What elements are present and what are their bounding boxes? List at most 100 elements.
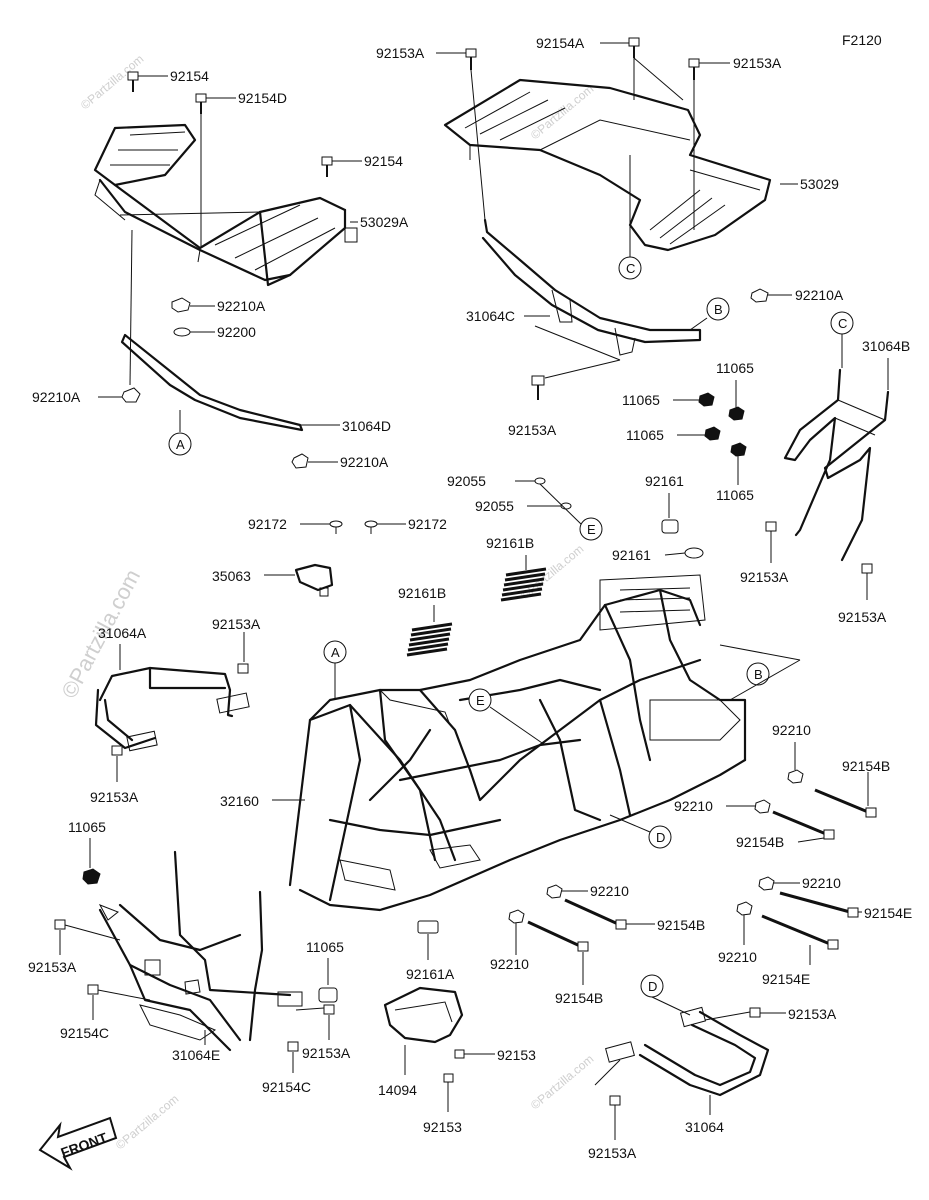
part-label-32160: 32160	[220, 793, 259, 809]
part-label-31064: 31064	[685, 1119, 724, 1135]
watermark-bottom-right: ©Partzilla.com	[528, 1052, 596, 1113]
bracket-31064d	[120, 333, 340, 432]
part-label-11065-2: 11065	[716, 360, 754, 376]
bracket-31064	[605, 1006, 770, 1097]
callout-c-right-letter: C	[838, 316, 847, 331]
nut-92210-3	[546, 884, 563, 899]
bolt-92154b-3	[564, 898, 627, 930]
part-label-11065-1: 11065	[622, 392, 660, 408]
bracket-35063	[294, 563, 334, 597]
callout-e-top: E	[579, 517, 603, 541]
callout-e-frame-letter: E	[476, 693, 485, 708]
part-label-11065-6: 11065	[306, 939, 344, 955]
bolt-92154c-1	[87, 984, 99, 995]
callout-b-frame: B	[746, 662, 770, 686]
callout-e-top-letter: E	[587, 522, 596, 537]
part-label-11065-3: 11065	[626, 427, 664, 443]
part-label-92210a-2: 92210A	[32, 389, 81, 405]
part-label-31064b: 31064B	[862, 338, 910, 354]
part-label-92154b-1: 92154B	[842, 758, 890, 774]
callout-a-frame: A	[323, 640, 347, 664]
collar-92161-2	[684, 547, 704, 559]
part-label-92161b-2: 92161B	[398, 585, 446, 601]
nut-92210-4	[508, 909, 525, 924]
part-label-14094: 14094	[378, 1082, 417, 1098]
watermark-bottom-left: ©Partzilla.com	[113, 1092, 181, 1153]
nut-11065-1	[698, 392, 715, 407]
watermark-top-left: ©Partzilla.com	[78, 52, 146, 113]
nut-92210-1	[787, 769, 804, 784]
callout-b-top-letter: B	[714, 302, 723, 317]
part-label-31064c: 31064C	[466, 308, 515, 324]
part-label-92161a: 92161A	[406, 966, 455, 982]
screw-92153-2	[443, 1073, 454, 1083]
callout-c-top: C	[618, 256, 642, 280]
part-label-92210-3: 92210	[590, 883, 629, 899]
nut-11065-6	[318, 987, 338, 1003]
part-label-92153a-3: 92153A	[508, 422, 557, 438]
bolt-92154-a	[127, 71, 139, 92]
part-label-92210-5: 92210	[802, 875, 841, 891]
collar-92161a	[417, 920, 439, 934]
nut-92210a-3	[291, 453, 309, 469]
bracket-31064c	[481, 218, 702, 356]
part-label-92154d: 92154D	[238, 90, 287, 106]
part-label-92172-1: 92172	[248, 516, 287, 532]
part-label-92154e-1: 92154E	[864, 905, 912, 921]
part-label-92153-1: 92153	[497, 1047, 536, 1063]
part-label-92200: 92200	[217, 324, 256, 340]
front-direction-arrow: FRONT	[38, 1116, 118, 1171]
washer-92055-1	[534, 477, 546, 485]
front-guard-31064e	[98, 850, 303, 1052]
part-label-92210-1: 92210	[772, 722, 811, 738]
part-label-92153a-2: 92153A	[733, 55, 782, 71]
part-label-92154-b: 92154	[364, 153, 403, 169]
bolt-92153a-1	[465, 48, 477, 70]
part-label-92210a-3: 92210A	[340, 454, 389, 470]
bolt-92153a-8	[54, 919, 66, 930]
callout-b-top: B	[706, 297, 730, 321]
part-label-92210a-4: 92210A	[795, 287, 844, 303]
bolt-92154e-2	[761, 914, 839, 950]
spring-92161b-1	[500, 567, 547, 602]
figure-code: F2120	[842, 32, 882, 48]
part-label-92055-2: 92055	[475, 498, 514, 514]
part-label-92210a-1: 92210A	[217, 298, 266, 314]
part-label-92153a-5: 92153A	[838, 609, 887, 625]
callout-d-frame-letter: D	[656, 830, 665, 845]
bolt-92154e-1	[779, 891, 859, 918]
nut-92210a-1	[171, 297, 191, 313]
spring-92161b-2	[406, 622, 453, 657]
collar-92161-1	[661, 519, 679, 534]
screw-92172-2	[364, 520, 378, 534]
callout-e-frame: E	[468, 688, 492, 712]
main-frame-32160	[288, 574, 747, 912]
callout-b-frame-letter: B	[754, 667, 763, 682]
bolt-92154b-2	[772, 810, 835, 840]
nut-11065-2	[728, 406, 745, 421]
bracket-31064a	[94, 666, 250, 752]
part-label-92154b-4: 92154B	[555, 990, 603, 1006]
bolt-92154a	[628, 37, 640, 58]
part-label-11065-5: 11065	[68, 819, 106, 835]
bolt-92153a-7	[111, 745, 123, 756]
part-label-92210-6: 92210	[718, 949, 757, 965]
bolt-92153a-3	[531, 375, 545, 400]
bolt-92153a-6	[237, 663, 249, 674]
callout-c-top-letter: C	[626, 261, 635, 276]
part-label-92172-2: 92172	[408, 516, 447, 532]
part-label-92153a-6: 92153A	[212, 616, 261, 632]
bolt-92153a-9	[323, 1004, 335, 1015]
bolt-92153a-11	[609, 1095, 621, 1106]
part-label-92154c-1: 92154C	[60, 1025, 109, 1041]
bracket-31064b	[783, 368, 890, 562]
part-label-92210-4: 92210	[490, 956, 529, 972]
part-label-31064d: 31064D	[342, 418, 391, 434]
part-label-92153a-8: 92153A	[28, 959, 77, 975]
part-label-92153a-11: 92153A	[588, 1145, 637, 1161]
nut-92210-5	[758, 876, 775, 891]
callout-a-top: A	[168, 432, 192, 456]
part-label-92161-1: 92161	[645, 473, 684, 489]
callout-d-bottom: D	[640, 974, 664, 998]
